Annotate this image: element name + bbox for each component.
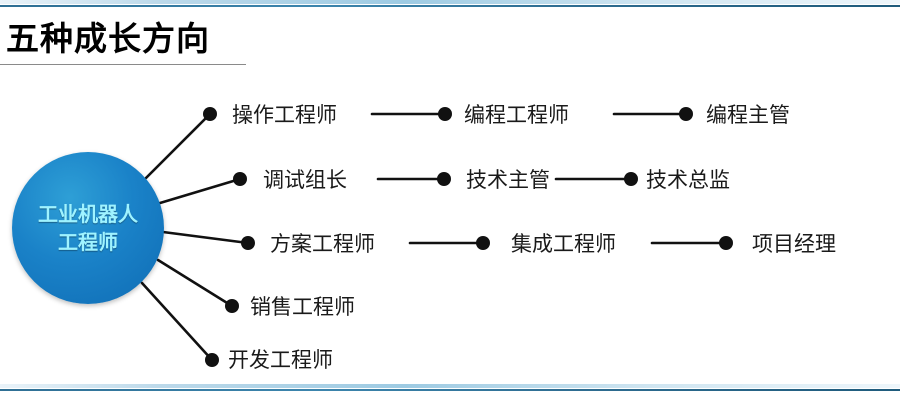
dot-2-1[interactable] — [233, 172, 247, 186]
top-decorative-band — [0, 0, 900, 9]
dot-2-2[interactable] — [437, 172, 451, 186]
node-label-4-1[interactable]: 销售工程师 — [250, 295, 355, 319]
dot-1-2[interactable] — [438, 107, 452, 121]
spoke-2 — [158, 177, 242, 205]
node-label-1-3[interactable]: 编程主管 — [706, 103, 790, 127]
title-underline — [0, 64, 246, 65]
bottom-soft-rule — [0, 384, 900, 388]
hub-label-line-2: 工程师 — [58, 230, 118, 254]
page-title: 五种成长方向 — [6, 19, 210, 58]
dot-4-1[interactable] — [225, 299, 239, 313]
dot-3-2[interactable] — [476, 236, 490, 250]
node-label-1-2[interactable]: 编程工程师 — [464, 103, 569, 127]
node-label-3-2[interactable]: 集成工程师 — [511, 232, 616, 256]
node-label-1-1[interactable]: 操作工程师 — [232, 103, 337, 127]
bottom-hard-rule — [0, 389, 900, 391]
dot-1-1[interactable] — [203, 107, 217, 121]
node-label-3-3[interactable]: 项目经理 — [752, 232, 836, 256]
hub-label-line-1: 工业机器人 — [38, 202, 138, 226]
dot-3-3[interactable] — [719, 236, 733, 250]
node-label-2-3[interactable]: 技术总监 — [646, 168, 730, 192]
spoke-1 — [144, 112, 212, 180]
hub-node-industrial-robot-engineer[interactable]: 工业机器人 工程师 — [12, 152, 164, 304]
dot-3-1[interactable] — [241, 236, 255, 250]
node-label-2-1[interactable]: 调试组长 — [263, 168, 347, 192]
top-hard-rule — [0, 5, 900, 7]
spoke-4 — [156, 258, 234, 308]
dot-1-3[interactable] — [679, 107, 693, 121]
bottom-decorative-band — [0, 384, 900, 393]
top-soft-rule — [0, 0, 900, 4]
dot-5-1[interactable] — [205, 353, 219, 367]
dot-2-3[interactable] — [624, 172, 638, 186]
spoke-5 — [140, 281, 214, 362]
spoke-3 — [161, 230, 250, 245]
node-label-2-2[interactable]: 技术主管 — [466, 168, 550, 192]
node-label-3-1[interactable]: 方案工程师 — [270, 232, 375, 256]
node-label-5-1[interactable]: 开发工程师 — [228, 348, 333, 372]
